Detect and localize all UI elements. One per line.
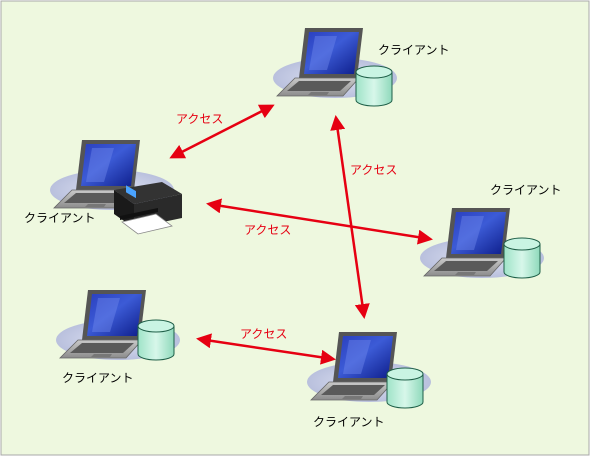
edge-bottomleft-bottom-arrow	[196, 333, 336, 365]
node-left-client-label: クライアント	[24, 211, 96, 225]
node-bottom-left-client: クライアント	[55, 289, 181, 385]
edge-label-left-top: アクセス	[176, 112, 223, 126]
node-top-client: クライアント	[272, 27, 450, 107]
database-icon	[137, 319, 175, 361]
node-right-client-label: クライアント	[490, 183, 562, 197]
node-right-client: クライアント	[419, 183, 562, 279]
node-bottom-client-label: クライアント	[313, 415, 385, 429]
database-icon	[503, 237, 541, 279]
database-icon	[386, 367, 424, 409]
edge-label-top-bottom: アクセス	[350, 163, 397, 177]
edge-label-bottomleft-bottom: アクセス	[240, 327, 287, 341]
node-top-client-label: クライアント	[378, 43, 450, 57]
node-bottom-left-client-label: クライアント	[62, 371, 134, 385]
edge-left-top-arrow	[169, 104, 275, 159]
database-icon	[355, 65, 393, 107]
edge-label-left-right: アクセス	[244, 223, 291, 237]
edge-left-right-arrow	[206, 198, 433, 245]
node-left-client: クライアント	[24, 139, 183, 235]
node-bottom-client: クライアント	[306, 331, 432, 429]
